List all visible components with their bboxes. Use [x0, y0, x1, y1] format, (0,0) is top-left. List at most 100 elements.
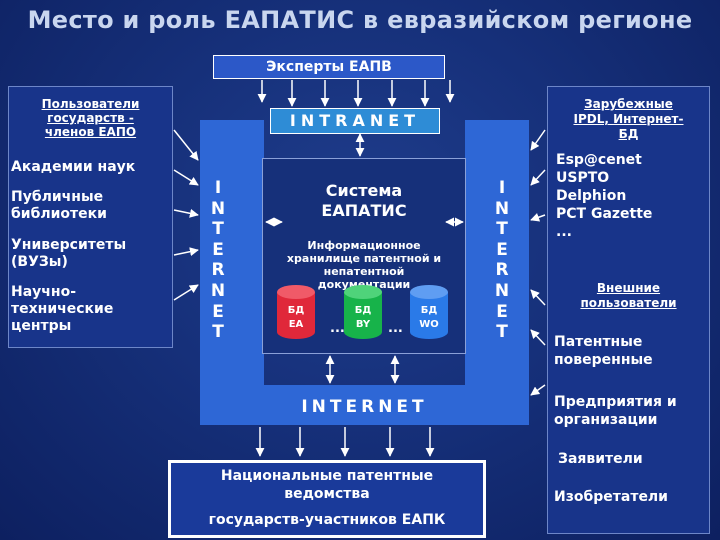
- storage-caption: Информационное хранилище патентной и неп…: [263, 239, 465, 291]
- arrow-left-5: [173, 284, 199, 301]
- foreign-db-list: Esp@cenet USPTO Delphion PCT Gazette ...: [556, 151, 652, 241]
- vertical-letter: E: [496, 301, 508, 322]
- external-group-line: Изобретатели: [554, 489, 668, 505]
- db-ellipsis: ...: [388, 321, 403, 336]
- vertical-letter: R: [495, 260, 509, 281]
- vertical-letter: N: [210, 198, 226, 219]
- arrow-right-1: [530, 129, 546, 151]
- vertical-letter: E: [212, 239, 224, 260]
- vertical-letter: E: [212, 301, 224, 322]
- foreign-header-line: БД: [618, 127, 639, 141]
- left-group-research-centers: Научно- технические центры: [11, 284, 113, 335]
- foreign-db-item: PCT Gazette: [556, 206, 653, 222]
- external-group-line: Заявители: [558, 451, 643, 467]
- db-by-line1: БД: [355, 305, 372, 316]
- external-users-header: Внешние пользователи: [548, 281, 709, 311]
- system-title-line: Система: [325, 181, 403, 200]
- arrow-left-2: [173, 169, 199, 186]
- external-group-line: организации: [554, 412, 658, 428]
- db-ea-line1: БД: [288, 305, 305, 316]
- system-title: Система ЕАПАТИС: [263, 181, 465, 221]
- db-cylinder-ea: БД ЕА: [277, 285, 315, 339]
- vertical-letter: N: [210, 280, 226, 301]
- external-group-line: Патентные: [554, 334, 643, 350]
- foreign-header-line: Зарубежные: [584, 97, 673, 111]
- left-group-line: технические: [11, 301, 114, 317]
- db-cylinder-wo: БД WO: [410, 285, 448, 339]
- left-group-line: Публичные: [11, 189, 104, 205]
- db-ea-line2: ЕА: [289, 319, 304, 330]
- internet-label: INTERNET: [301, 397, 428, 417]
- vertical-letter: T: [496, 322, 508, 343]
- national-line: ведомства: [284, 486, 370, 502]
- db-wo-line2: WO: [419, 319, 439, 330]
- national-line: Национальные патентные: [220, 468, 434, 484]
- foreign-db-header: Зарубежные IPDL, Интернет- БД: [548, 97, 709, 142]
- external-group-enterprises: Предприятия и организации: [554, 393, 677, 429]
- left-group-line: Научно-: [11, 284, 77, 300]
- foreign-db-item: Delphion: [556, 188, 627, 204]
- left-group-line: Университеты: [11, 237, 127, 253]
- experts-box: Эксперты ЕАПВ: [213, 55, 445, 79]
- left-header-line: государств -: [47, 111, 134, 125]
- national-offices-box: Национальные патентные ведомства государ…: [168, 460, 486, 538]
- foreign-db-item: Esp@cenet: [556, 152, 642, 168]
- internet-vertical-right: I N T E R N E T: [488, 178, 516, 343]
- foreign-db-item: ...: [556, 224, 572, 240]
- external-group-applicants: Заявители: [558, 450, 643, 468]
- system-title-line: ЕАПАТИС: [321, 201, 407, 220]
- internet-frame-left: [200, 120, 264, 425]
- left-group-line: центры: [11, 318, 72, 334]
- intranet-box: INTRANET: [270, 108, 440, 134]
- national-offices-text: Национальные патентные ведомства: [171, 467, 483, 503]
- vertical-letter: T: [496, 219, 508, 240]
- vertical-letter: I: [498, 178, 506, 198]
- db-cylinder-by: БД BY: [344, 285, 382, 339]
- vertical-letter: T: [212, 219, 224, 240]
- right-users-panel: Зарубежные IPDL, Интернет- БД Esp@cenet …: [547, 86, 710, 534]
- vertical-letter: T: [212, 322, 224, 343]
- arrow-left-1: [173, 129, 199, 161]
- external-header-line: пользователи: [580, 296, 677, 310]
- left-group-line: библиотеки: [11, 206, 107, 222]
- arrow-left-3: [173, 208, 199, 218]
- database-cylinders: БД ЕА ... БД BY ... БД WO: [277, 285, 448, 339]
- vertical-letter: R: [211, 260, 225, 281]
- external-group-attorneys: Патентные поверенные: [554, 333, 653, 369]
- internet-vertical-left: I N T E R N E T: [204, 178, 232, 343]
- foreign-db-item: USPTO: [556, 170, 610, 186]
- internet-frame-right: [465, 120, 529, 425]
- left-header-line: членов ЕАПО: [44, 125, 137, 139]
- arrow-left-4: [173, 247, 199, 257]
- foreign-header-line: IPDL, Интернет-: [573, 112, 684, 126]
- storage-line: хранилище патентной и: [286, 252, 442, 265]
- left-group-academies: Академии наук: [11, 159, 135, 176]
- storage-line: непатентной: [323, 265, 405, 278]
- arrow-right-4: [530, 289, 546, 306]
- national-cut-line: государств-участников ЕАПК: [208, 512, 446, 528]
- storage-line: Информационное: [307, 239, 421, 252]
- external-group-line: Предприятия и: [554, 394, 677, 410]
- left-header-line: Пользователи: [41, 97, 140, 111]
- storage-line: документации: [317, 278, 411, 291]
- db-by-line2: BY: [356, 319, 371, 330]
- left-panel-header: Пользователи государств - членов ЕАПО: [9, 97, 172, 139]
- vertical-letter: I: [214, 178, 222, 198]
- external-group-inventors: Изобретатели: [554, 488, 668, 506]
- vertical-letter: N: [494, 280, 510, 301]
- arrow-right-5: [530, 329, 546, 346]
- left-group-universities: Университеты (ВУЗы): [11, 237, 126, 271]
- vertical-letter: E: [496, 239, 508, 260]
- page-title: Место и роль ЕАПАТИС в евразийском регио…: [27, 6, 693, 34]
- db-ellipsis: ...: [330, 321, 345, 336]
- left-group-line: Академии наук: [11, 159, 136, 175]
- arrow-right-6: [530, 384, 546, 396]
- vertical-letter: N: [494, 198, 510, 219]
- arrow-right-2: [530, 169, 546, 186]
- arrow-right-3: [530, 213, 546, 222]
- left-users-panel: Пользователи государств - членов ЕАПО Ак…: [8, 86, 173, 348]
- internet-frame-bottom: [200, 385, 529, 425]
- external-group-line: поверенные: [554, 352, 653, 368]
- db-wo-line1: БД: [421, 305, 438, 316]
